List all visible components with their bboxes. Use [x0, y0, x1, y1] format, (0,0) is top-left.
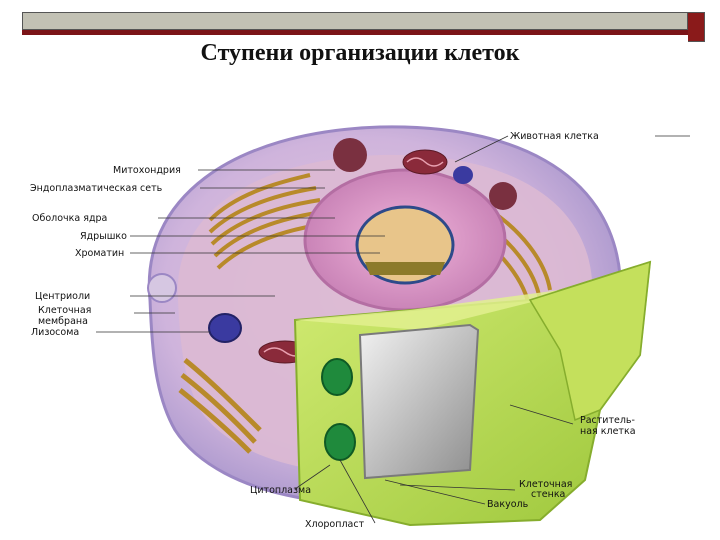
vacuole: [358, 323, 480, 480]
label-cytoplasm: Цитоплазма: [250, 485, 311, 496]
vesicle-dark: [333, 138, 367, 172]
label-vacuole: Вакуоль: [487, 499, 529, 510]
label-er: Эндоплазматическая сеть: [30, 183, 163, 194]
title-bar: [22, 12, 688, 30]
label-plant-cell-2: ная клетка: [580, 426, 636, 437]
label-cell-wall-2: стенка: [531, 489, 565, 500]
lysosome: [208, 313, 242, 343]
label-animal-cell: Животная клетка: [510, 131, 599, 142]
label-chloroplast: Хлоропласт: [305, 519, 365, 530]
leader-lines: [96, 135, 690, 524]
chloroplast: [321, 358, 353, 396]
chromatin: [365, 262, 445, 275]
label-cell-membrane-2: мембрана: [38, 316, 88, 327]
plant-wall-side: [528, 260, 651, 422]
corner-block: [688, 12, 705, 42]
plant-cell-top-face: [295, 262, 650, 330]
label-chromatin: Хроматин: [75, 248, 124, 259]
label-plant-cell-1: Раститель-: [580, 415, 635, 426]
label-centrioles: Центриоли: [35, 291, 90, 302]
label-cell-membrane-1: Клеточная: [38, 305, 91, 316]
plant-cell: [293, 260, 652, 527]
chloroplast: [324, 423, 356, 461]
centriole: [147, 273, 177, 303]
nucleus: [303, 168, 507, 312]
label-lysosome: Лизосома: [31, 327, 79, 338]
slide-title: Ступени организации клеток: [200, 40, 520, 66]
vesicle-dark: [489, 182, 517, 210]
golgi-stack-bottom: [178, 358, 262, 454]
label-nuclear-envelope: Оболочка ядра: [32, 213, 107, 224]
label-mitochondria: Митохондрия: [113, 165, 181, 176]
vesicle: [453, 166, 473, 184]
mitochondrion-top: [402, 149, 448, 175]
accent-rule: [22, 30, 688, 35]
label-nucleolus: Ядрышко: [80, 231, 127, 242]
label-cell-wall-1: Клеточная: [519, 479, 572, 490]
